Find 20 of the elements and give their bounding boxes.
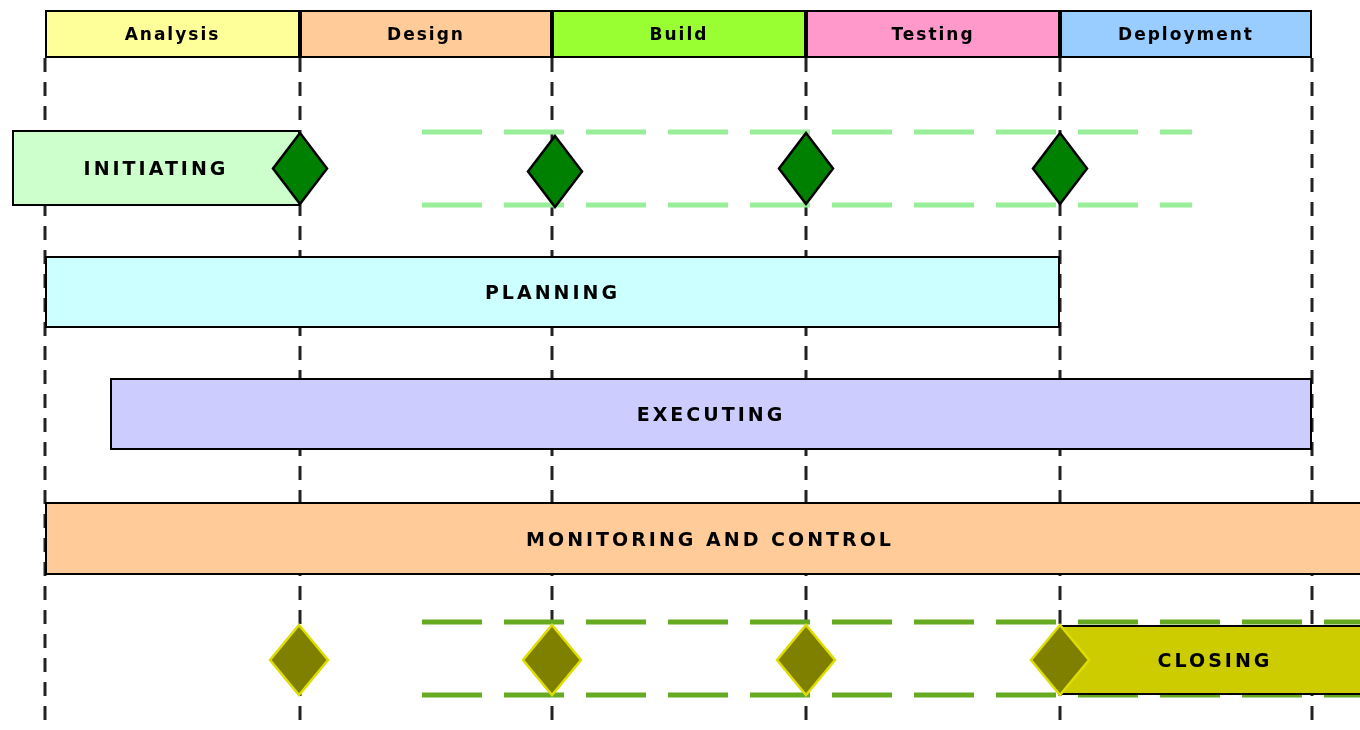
process-name: MONITORING AND CONTROL — [526, 527, 894, 550]
process-name: INITIATING — [83, 157, 229, 179]
phase-header — [552, 10, 806, 58]
process-name: EXECUTING — [636, 403, 786, 425]
phase-name: Analysis — [124, 24, 221, 44]
process-bar — [45, 502, 1360, 575]
process-name: CLOSING — [1157, 649, 1273, 671]
phase-header — [300, 10, 552, 58]
phase-name: Build — [649, 24, 709, 44]
phase-name: Design — [387, 24, 465, 44]
phase-header — [1060, 10, 1312, 58]
process-bar — [12, 130, 300, 206]
phase-name: Deployment — [1118, 24, 1254, 44]
phase-header — [806, 10, 1060, 58]
phase-name: Testing — [891, 24, 975, 44]
process-bar — [110, 378, 1312, 450]
phase-header — [45, 10, 300, 58]
process-name: PLANNING — [484, 281, 621, 303]
process-bar — [1060, 625, 1360, 695]
process-bar — [45, 256, 1060, 328]
